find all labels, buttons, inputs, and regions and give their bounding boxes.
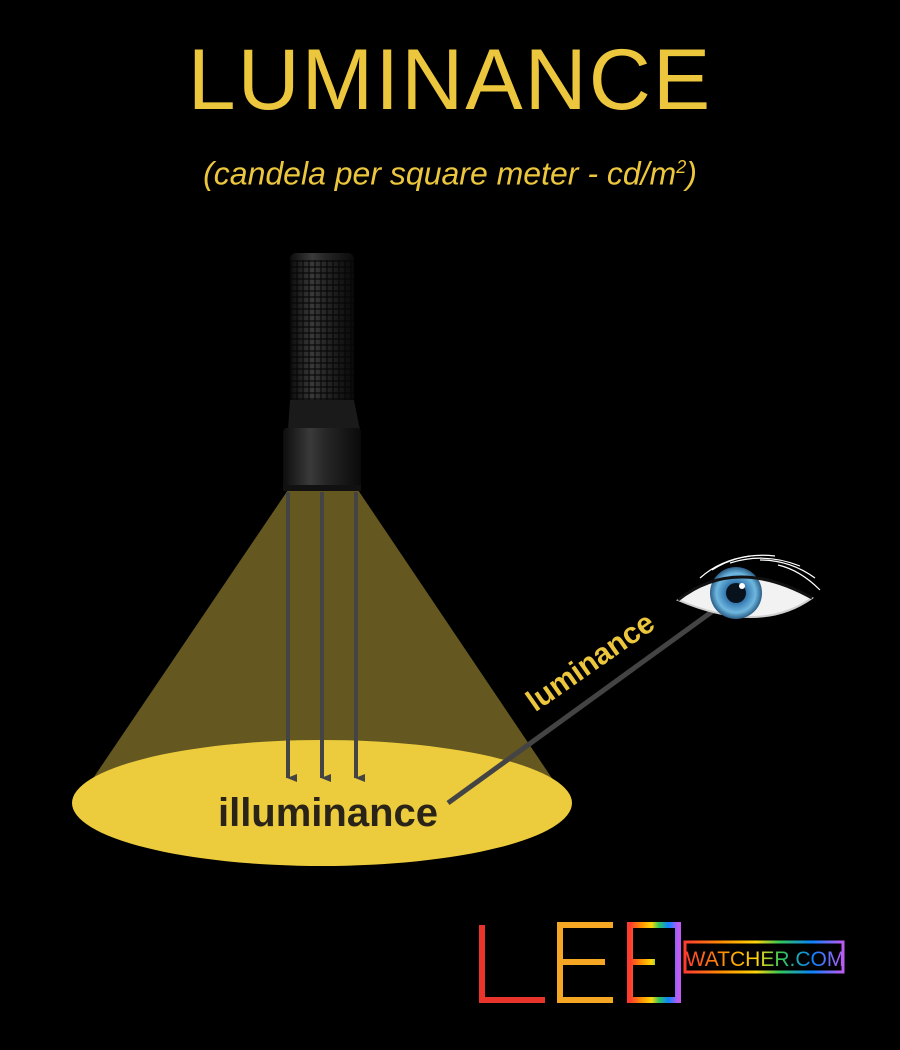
eye-icon xyxy=(676,554,821,619)
subtitle-close: ) xyxy=(686,155,697,192)
illuminated-spot xyxy=(72,740,572,866)
flashlight-icon xyxy=(283,253,361,491)
page-subtitle: (candela per square meter - cd/m2) xyxy=(0,145,900,196)
subtitle-text: (candela per square meter - cd/m xyxy=(203,155,677,192)
illuminance-label: illuminance xyxy=(218,791,438,835)
ledwatcher-logo: WATCHER.COM xyxy=(479,922,845,1003)
light-rays xyxy=(286,492,365,782)
luminance-line xyxy=(446,592,737,806)
subtitle-superscript: 2 xyxy=(676,157,687,177)
page-title: LUMINANCE xyxy=(187,32,713,128)
logo-suffix-text: WATCHER.COM xyxy=(686,948,845,971)
